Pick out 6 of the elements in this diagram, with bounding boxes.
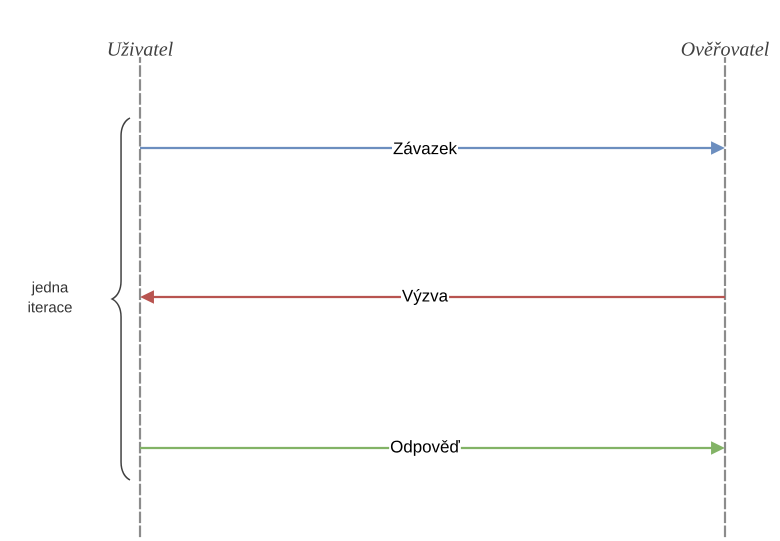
lifeline: Uživatel (108, 42, 173, 538)
edge-label: Výzva (400, 288, 450, 306)
lifeline: Ověřovatel (682, 42, 769, 538)
edge-label: Závazek (392, 140, 458, 156)
edge-label: Odpověď (389, 439, 461, 457)
brace-label: jedna iterace (28, 282, 72, 312)
